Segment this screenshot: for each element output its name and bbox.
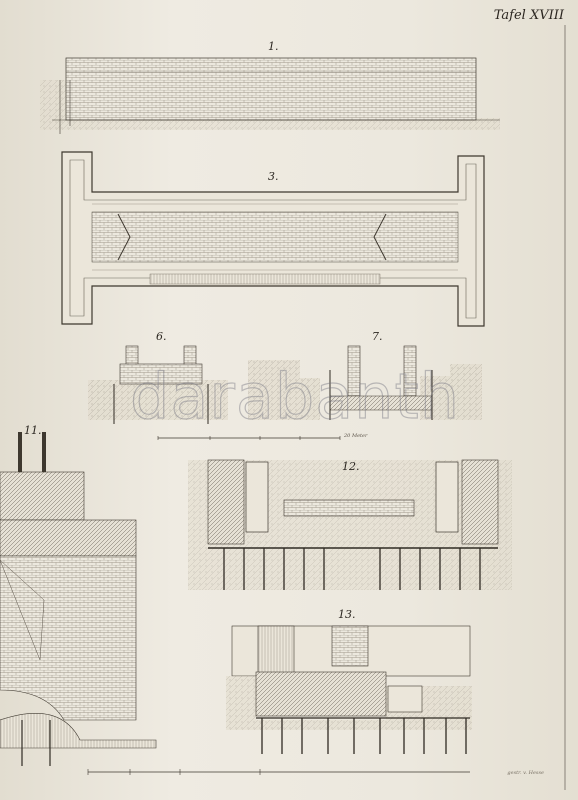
figure-13-section [226, 625, 472, 754]
watermark: darabanth [129, 359, 461, 433]
figure-number-7: 7. [372, 330, 383, 343]
figure-number-3: 3. [268, 170, 279, 183]
figure-number-1: 1. [268, 40, 279, 53]
figure-1-wall-elevation [40, 57, 500, 134]
scale-bar-bottom [87, 769, 470, 775]
scale-label: 20 Meter [344, 433, 368, 439]
plate-title: Tafel XVIII [493, 8, 564, 23]
figure-6-section [88, 345, 228, 424]
scale-bar-middle [157, 436, 341, 440]
engraver-credit: gestr. v. Hesse [507, 770, 544, 776]
figure-number-11: 11. [24, 424, 42, 437]
figure-12-section [188, 459, 512, 590]
figure-number-13: 13. [338, 608, 356, 621]
figure-number-6: 6. [156, 330, 167, 343]
figure-7-section [248, 345, 482, 420]
figure-number-12: 12. [342, 460, 360, 473]
figure-3-canal-plan [61, 151, 485, 327]
figure-11-elevation [0, 432, 157, 766]
